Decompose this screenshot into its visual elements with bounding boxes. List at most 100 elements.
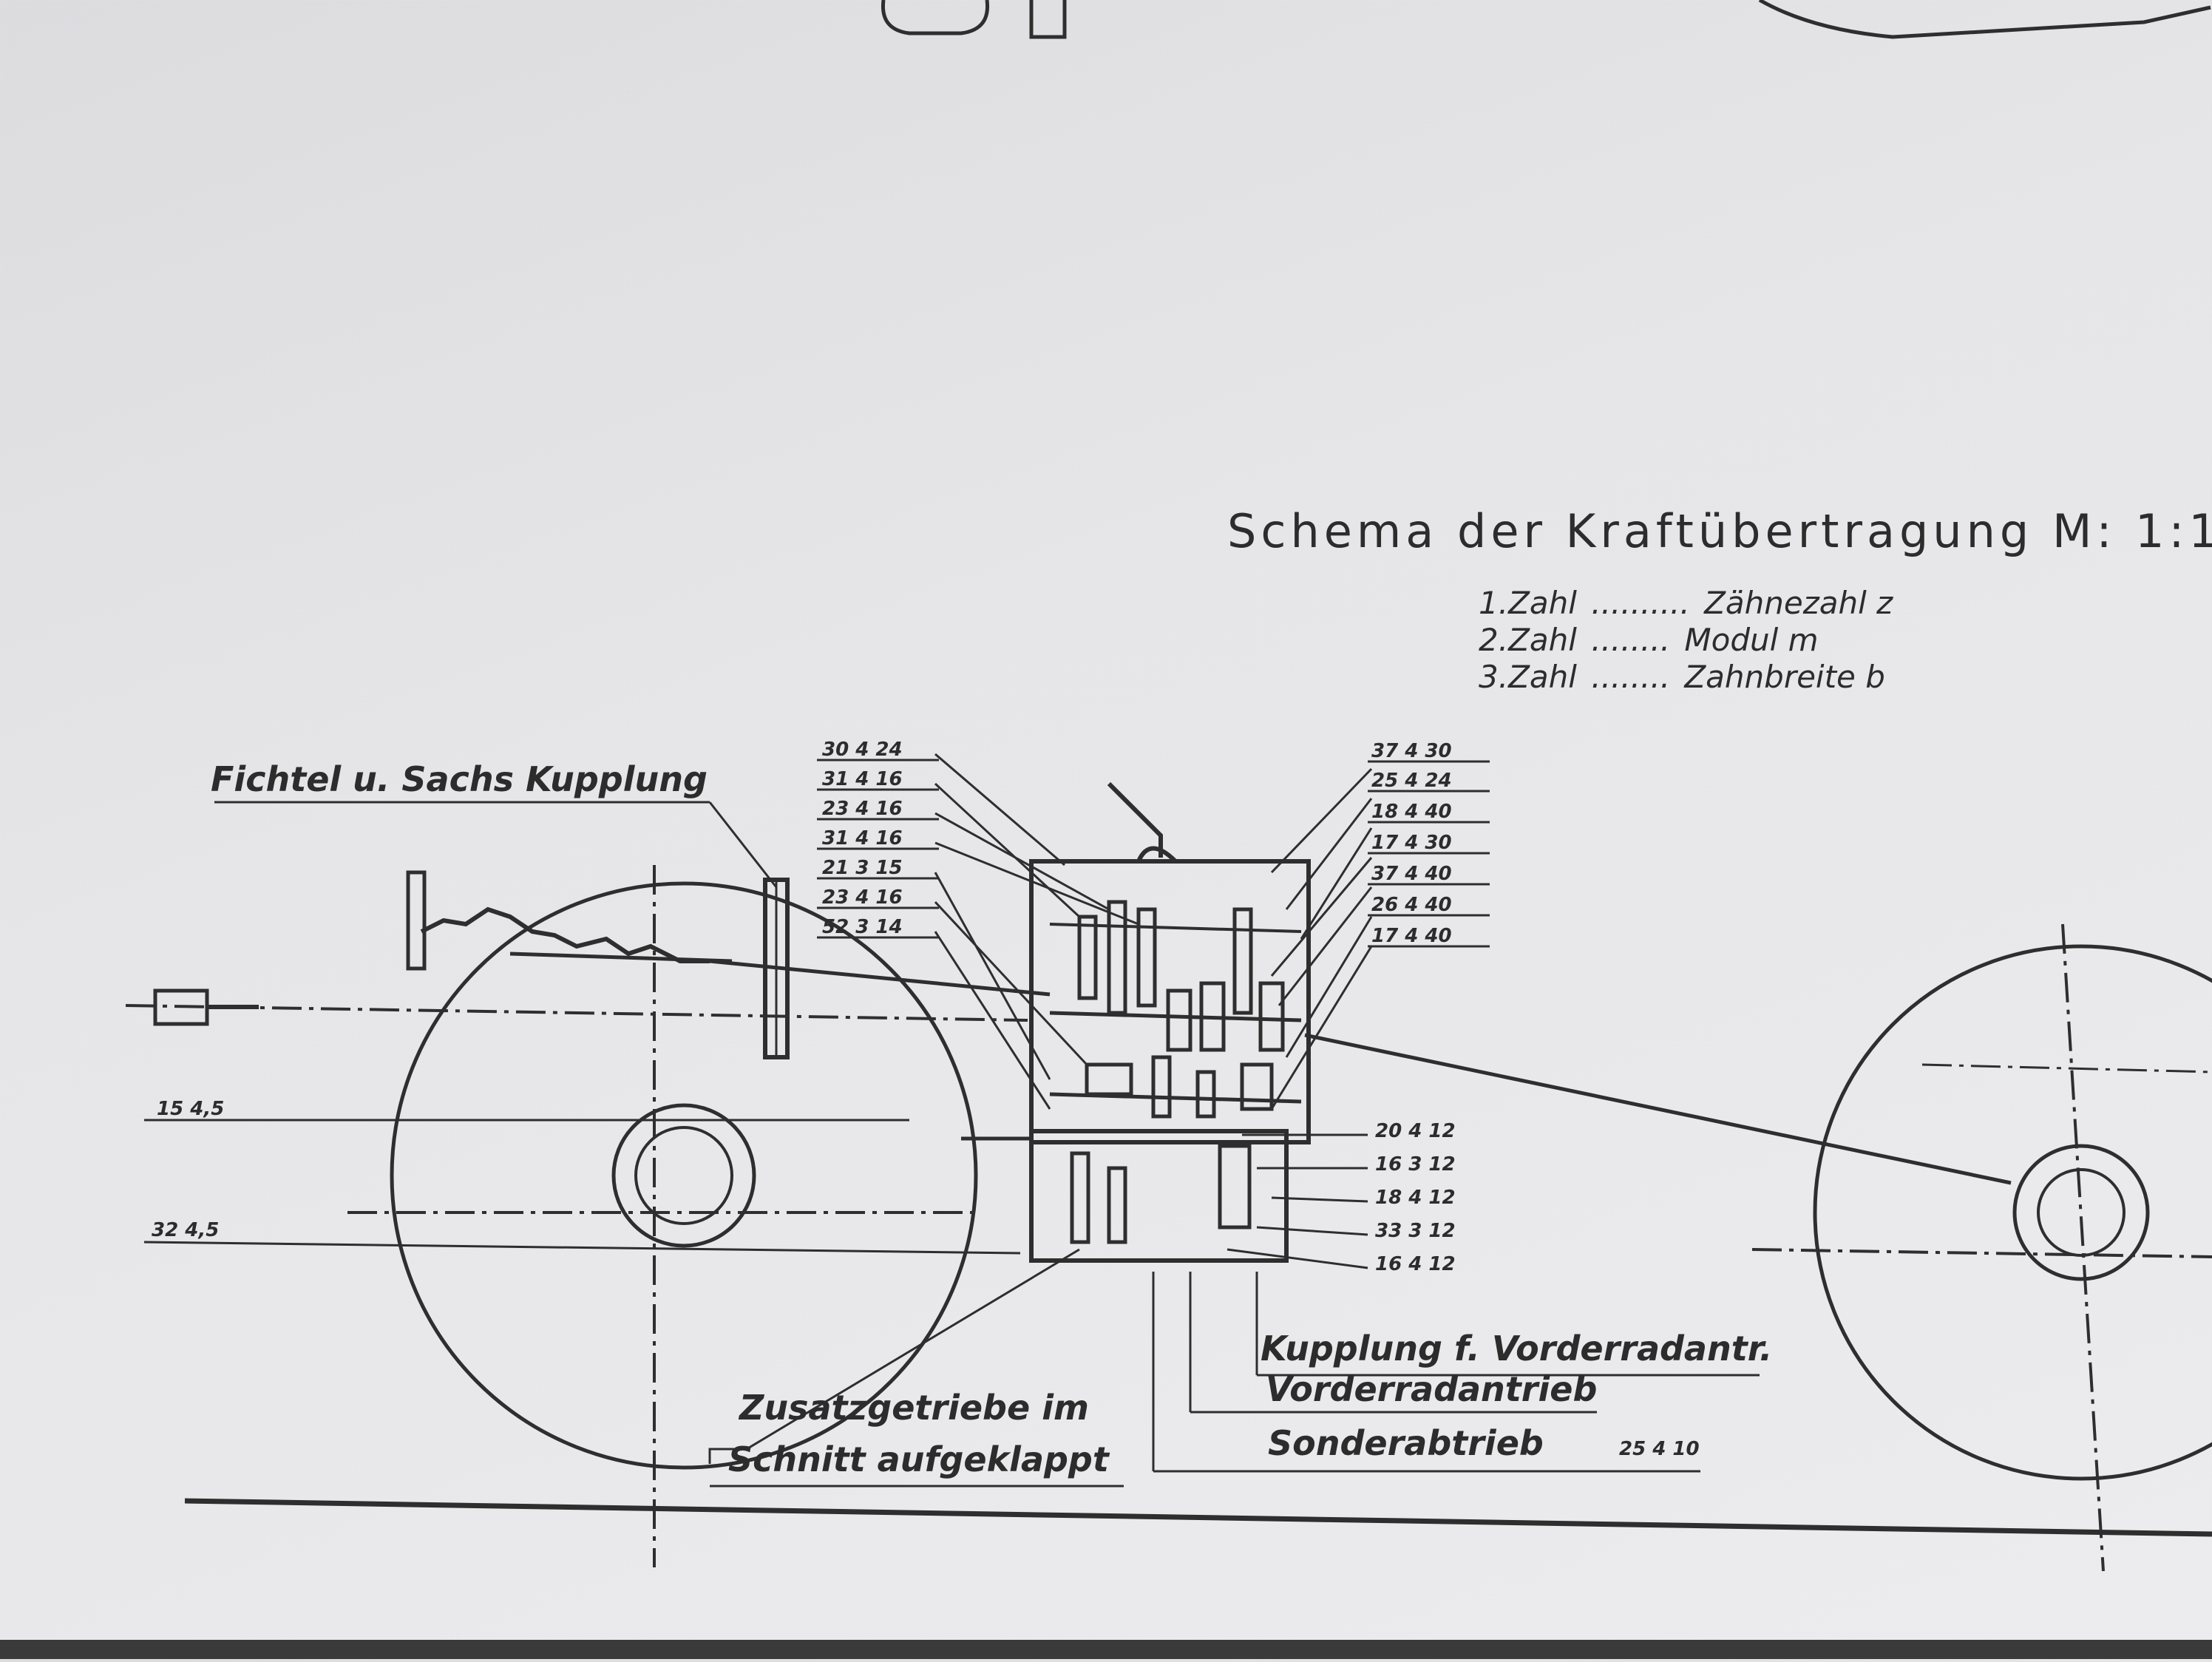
input-shaft bbox=[125, 870, 1051, 1059]
leader-tl-7 bbox=[934, 931, 1051, 1110]
front-drive-coupling-label: Kupplung f. Vorderradantr. bbox=[1261, 1329, 1772, 1368]
front-hub-inner bbox=[2037, 1168, 2126, 1257]
clutch-to-gearbox-shaft bbox=[709, 959, 1051, 997]
leader-tl-1 bbox=[934, 753, 1065, 866]
specs-top-right: 37 4 30 25 4 24 18 4 40 17 4 30 37 4 40 … bbox=[1371, 740, 1452, 947]
leader-tl-5 bbox=[934, 872, 1051, 1080]
spec-tl-1: 30 4 24 bbox=[822, 739, 903, 761]
front-horizontal-axis bbox=[1751, 1248, 2212, 1258]
gear-3 bbox=[1136, 907, 1157, 1008]
legend-meaning-2: Modul m bbox=[1684, 622, 1818, 658]
spec-left-2: 32 4,5 bbox=[152, 1219, 219, 1241]
spec-br-3: 18 4 12 bbox=[1375, 1187, 1456, 1209]
front-tire bbox=[1813, 944, 2212, 1481]
front-vertical-axis bbox=[2061, 923, 2105, 1572]
leader-tr-3 bbox=[1300, 827, 1373, 940]
legend-row-1: 1.Zahl .......... Zähnezahl z bbox=[1479, 585, 1893, 621]
gear-9 bbox=[1151, 1055, 1172, 1119]
spec-tr-4: 17 4 30 bbox=[1371, 832, 1452, 854]
diagram-title: Schema der Kraftübertragung M: 1:10 bbox=[1227, 504, 2212, 558]
spec-tr-7: 17 4 40 bbox=[1371, 925, 1452, 947]
spec-tl-3: 23 4 16 bbox=[822, 798, 903, 820]
specs-bottom-right: 20 4 12 16 3 12 18 4 12 33 3 12 16 4 12 bbox=[1375, 1120, 1456, 1275]
leader-left-2 bbox=[143, 1241, 1021, 1255]
front-wheel bbox=[1751, 923, 2212, 1572]
rear-wheel bbox=[347, 865, 978, 1567]
leader-br-5 bbox=[1227, 1248, 1368, 1269]
legend-row-3: 3.Zahl ........ Zahnbreite b bbox=[1479, 659, 1885, 695]
leader-tr-7 bbox=[1270, 946, 1373, 1110]
input-shaft-axis bbox=[125, 1004, 1028, 1022]
spec-br-1: 20 4 12 bbox=[1375, 1120, 1456, 1142]
spec-tr-3: 18 4 40 bbox=[1371, 801, 1452, 823]
ground-line bbox=[184, 1498, 2212, 1537]
spec-tl-4: 31 4 16 bbox=[822, 827, 903, 849]
gear-2 bbox=[1107, 900, 1127, 1015]
spec-br-2: 16 3 12 bbox=[1375, 1153, 1456, 1176]
spec-tl-5: 21 3 15 bbox=[822, 857, 903, 879]
spec-left-1: 15 4,5 bbox=[157, 1098, 224, 1120]
leader-tr-2 bbox=[1285, 798, 1373, 910]
legend-meaning-3: Zahnbreite b bbox=[1683, 659, 1885, 695]
spec-tl-2: 31 4 16 bbox=[822, 768, 903, 790]
special-output-spec: 25 4 10 bbox=[1619, 1438, 1700, 1460]
gear-7 bbox=[1258, 981, 1285, 1052]
top-fragments bbox=[881, 0, 2211, 39]
leader-lines bbox=[143, 753, 1760, 1488]
gear-8 bbox=[1085, 1062, 1133, 1096]
front-hub-outer bbox=[2012, 1144, 2150, 1281]
leader-tr-5 bbox=[1278, 886, 1373, 1006]
clutch-label: Fichtel u. Sachs Kupplung bbox=[211, 759, 708, 799]
legend-ordinal-3: 3.Zahl bbox=[1479, 659, 1577, 695]
legend-row-2: 2.Zahl ........ Modul m bbox=[1479, 622, 1819, 658]
front-drive-label: Vorderradantrieb bbox=[1266, 1369, 1597, 1409]
spec-tl-7: 52 3 14 bbox=[822, 916, 903, 938]
fragment-right-curve bbox=[1758, 0, 2211, 39]
aux-gear-1 bbox=[1070, 1151, 1090, 1244]
legend-meaning-1: Zähnezahl z bbox=[1703, 585, 1893, 621]
aux-gearbox-leader bbox=[708, 1248, 1080, 1464]
rear-hub-inner bbox=[634, 1126, 733, 1225]
gearbox-housing bbox=[1029, 859, 1311, 1144]
spec-tr-1: 37 4 30 bbox=[1371, 740, 1452, 762]
leader-tr-1 bbox=[1270, 767, 1373, 874]
leader-tl-6 bbox=[934, 900, 1088, 1066]
spec-tr-5: 37 4 40 bbox=[1371, 863, 1452, 885]
leader-tl-2 bbox=[934, 782, 1081, 918]
leader-tr-6 bbox=[1285, 916, 1373, 1058]
rear-hub-outer bbox=[611, 1103, 756, 1248]
legend: 1.Zahl .......... Zähnezahl z 2.Zahl ...… bbox=[1479, 585, 1893, 695]
fragment-small-part bbox=[1029, 0, 1067, 39]
legend-dots-3: ........ bbox=[1591, 659, 1670, 695]
aux-gearbox-housing bbox=[1029, 1129, 1289, 1263]
leader-tr-4 bbox=[1270, 857, 1373, 977]
specs-top-left: 30 4 24 31 4 16 23 4 16 31 4 16 21 3 15 … bbox=[822, 739, 903, 938]
leader-tl-4 bbox=[934, 841, 1139, 926]
gear-10 bbox=[1195, 1070, 1216, 1119]
gear-11 bbox=[1240, 1062, 1274, 1111]
crankshaft-rod bbox=[509, 952, 733, 963]
gear-5 bbox=[1199, 981, 1226, 1052]
spec-br-5: 16 4 12 bbox=[1375, 1253, 1456, 1275]
spec-tr-2: 25 4 24 bbox=[1371, 770, 1452, 792]
propeller-shaft bbox=[1304, 1033, 2012, 1185]
page-bottom-edge bbox=[0, 1640, 2212, 1659]
gear-4 bbox=[1166, 988, 1192, 1052]
legend-ordinal-2: 2.Zahl bbox=[1479, 622, 1577, 658]
legend-dots-1: .......... bbox=[1591, 585, 1690, 621]
upper-shaft bbox=[1049, 923, 1302, 933]
spec-br-4: 33 3 12 bbox=[1375, 1220, 1456, 1242]
legend-dots-2: ........ bbox=[1591, 622, 1670, 658]
aux-gearbox-label-1: Zusatzgetriebe im bbox=[738, 1388, 1089, 1428]
flywheel bbox=[406, 870, 427, 971]
spec-tr-6: 26 4 40 bbox=[1371, 894, 1452, 916]
leader-br-3 bbox=[1271, 1196, 1368, 1203]
clutch-leader bbox=[708, 801, 778, 888]
leader-br-4 bbox=[1256, 1226, 1368, 1236]
aux-gear-2 bbox=[1107, 1166, 1127, 1244]
rear-tire bbox=[390, 881, 978, 1470]
gearbox bbox=[961, 781, 2012, 1263]
aux-gearbox-label-2: Schnitt aufgeklappt bbox=[728, 1439, 1110, 1479]
legend-ordinal-1: 1.Zahl bbox=[1479, 585, 1577, 621]
